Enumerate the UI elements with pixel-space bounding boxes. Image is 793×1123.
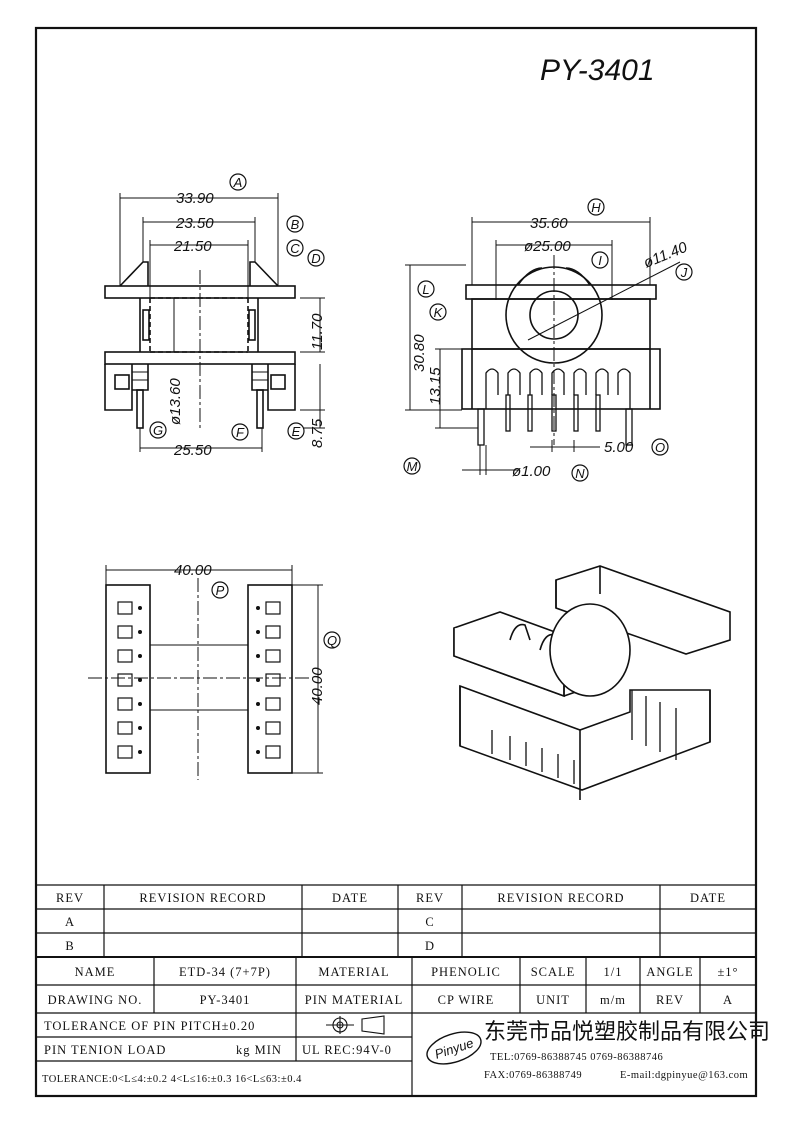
label-P: P	[216, 583, 225, 598]
drawing-no-value: PY-3401	[200, 993, 251, 1007]
label-Q: Q	[327, 633, 337, 648]
scale-label: SCALE	[531, 965, 576, 979]
company-logo: Pinyue	[426, 1031, 482, 1065]
isometric-view	[453, 565, 731, 800]
pin-tension-value: kg MIN	[236, 1043, 282, 1057]
label-B: B	[291, 217, 300, 232]
unit-label: UNIT	[536, 993, 570, 1007]
material-value: PHENOLIC	[431, 965, 501, 979]
label-D: D	[311, 251, 320, 266]
revision-record-header-1: REVISION RECORD	[139, 891, 266, 905]
dim-G-value: ø13.60	[167, 378, 184, 425]
label-G: G	[153, 423, 163, 438]
ul-rec: UL REC:94V-0	[302, 1043, 392, 1057]
dim-L-value: 30.80	[411, 334, 428, 372]
side-view	[405, 217, 681, 475]
rev-label: REV	[656, 993, 684, 1007]
pin-material-value: CP WIRE	[438, 993, 495, 1007]
dim-A-value: 33.90	[176, 190, 214, 207]
material-label: MATERIAL	[318, 965, 389, 979]
callout-letters: A B C D E F G H I J K L M N O P Q	[153, 175, 688, 648]
pin-pitch-tolerance: TOLERANCE OF PIN PITCH±0.20	[44, 1019, 255, 1033]
company-fax: FAX:0769-86388749	[484, 1070, 582, 1081]
callout-labels	[149, 173, 693, 649]
label-E: E	[292, 424, 301, 439]
rev-row-d: D	[425, 939, 435, 953]
date-header-1: DATE	[332, 891, 368, 905]
label-I: I	[598, 253, 602, 268]
dim-H-value: 35.60	[530, 215, 568, 232]
dim-F-value: 25.50	[173, 442, 212, 459]
dim-E-value: 8.75	[309, 418, 326, 448]
part-number-title: PY-3401	[540, 54, 655, 87]
drawing-no-label: DRAWING NO.	[48, 993, 143, 1007]
label-N: N	[575, 466, 585, 481]
front-view	[104, 193, 325, 452]
revision-table	[36, 884, 756, 957]
label-K: K	[434, 305, 444, 320]
angle-label: ANGLE	[646, 965, 693, 979]
rev-row-c: C	[425, 915, 434, 929]
name-value: ETD-34 (7+7P)	[179, 965, 271, 979]
dim-O-value: 5.00	[604, 439, 634, 456]
sheet-border	[34, 26, 758, 1098]
unit-value: m/m	[600, 993, 626, 1007]
dim-D-value: 11.70	[309, 313, 326, 350]
label-F: F	[236, 425, 245, 440]
label-C: C	[290, 241, 300, 256]
rev-row-a: A	[65, 915, 75, 929]
label-L: L	[422, 282, 429, 297]
dim-I-value: ø25.00	[524, 238, 571, 255]
name-label: NAME	[75, 965, 116, 979]
dim-C-value: 21.50	[173, 238, 212, 255]
dim-P-value: 40.00	[174, 562, 212, 579]
pin-tension-label: PIN TENION LOAD	[44, 1043, 166, 1057]
bottom-view	[88, 565, 323, 780]
angle-value: ±1°	[717, 965, 738, 979]
rev-row-b: B	[65, 939, 74, 953]
label-O: O	[655, 440, 665, 455]
revision-record-header-2: REVISION RECORD	[497, 891, 624, 905]
label-M: M	[407, 459, 418, 474]
label-A: A	[233, 175, 243, 190]
label-H: H	[591, 200, 601, 215]
rev-header-1: REV	[56, 891, 84, 905]
tolerance-line: TOLERANCE:0<L≤4:±0.2 4<L≤16:±0.3 16<L≤63…	[42, 1074, 302, 1085]
company-email: E-mail:dgpinyue@163.com	[620, 1070, 748, 1081]
scale-value: 1/1	[604, 965, 623, 979]
company-name: 东莞市品悦塑胶制品有限公司	[484, 1019, 770, 1044]
pin-material-label: PIN MATERIAL	[305, 993, 403, 1007]
date-header-2: DATE	[690, 891, 726, 905]
dim-K-value: 13.15	[427, 367, 444, 405]
rev-value: A	[723, 993, 733, 1007]
title-block-grid	[36, 956, 756, 1096]
dim-Q-value: 40.00	[309, 667, 326, 705]
rev-header-2: REV	[416, 891, 444, 905]
dim-B-value: 23.50	[175, 215, 214, 232]
label-J: J	[680, 265, 688, 280]
projection-symbol-icon	[326, 1015, 385, 1035]
company-tel: TEL:0769-86388745 0769-86388746	[490, 1052, 663, 1063]
dim-N-value: ø1.00	[512, 463, 551, 480]
